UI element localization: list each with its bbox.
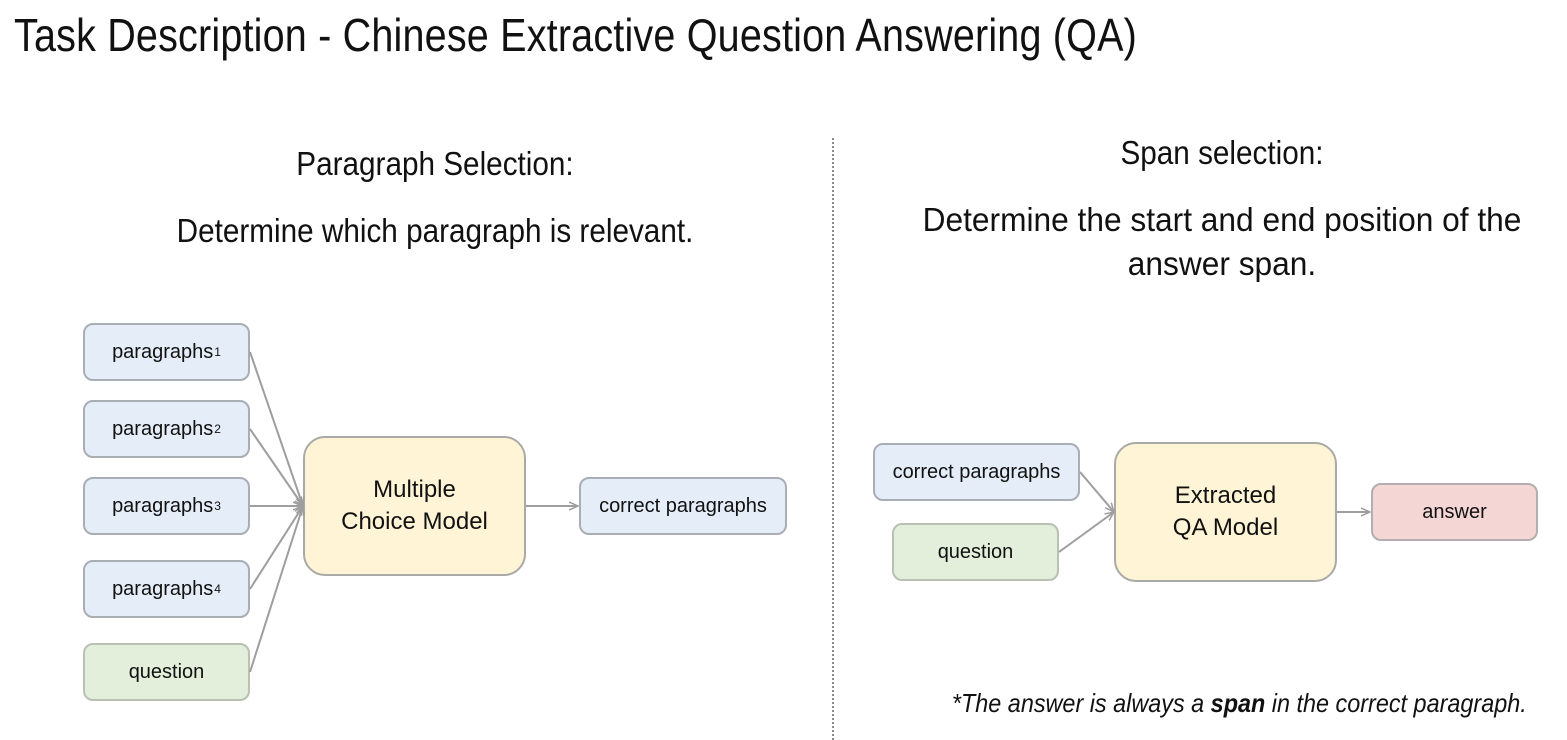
correct-paragraphs-output-box: correct paragraphs bbox=[579, 477, 787, 535]
paragraph-input-index: 3 bbox=[214, 499, 221, 513]
correct-paragraphs-output-label: correct paragraphs bbox=[599, 494, 767, 517]
paragraph-input-label: paragraphs bbox=[112, 417, 214, 440]
page-title: Task Description - Chinese Extractive Qu… bbox=[14, 9, 1138, 61]
arrow-question-to-model bbox=[249, 506, 303, 673]
arrow-paragraph-1-to-model bbox=[249, 351, 303, 506]
extracted-qa-model-box: Extracted QA Model bbox=[1114, 442, 1337, 582]
paragraph-input-label: paragraphs bbox=[112, 340, 214, 363]
span-selection-heading: Span selection: bbox=[1120, 134, 1324, 171]
paragraph-selection-heading: Paragraph Selection: bbox=[296, 145, 574, 182]
question-input-label: question bbox=[128, 660, 205, 683]
answer-output-box: answer bbox=[1371, 483, 1538, 541]
footnote-text-end: in the correct paragraph. bbox=[1265, 688, 1527, 718]
multiple-choice-model-box: Multiple Choice Model bbox=[303, 436, 526, 576]
footnote-text-start: *The answer is always a bbox=[952, 688, 1211, 718]
paragraph-selection-description: Determine which paragraph is relevant. bbox=[176, 212, 694, 249]
arrow-paragraph-2-to-model bbox=[249, 428, 303, 506]
extracted-qa-model-label: Extracted QA Model bbox=[1172, 482, 1279, 541]
span-selection-description: Determine the start and end position of … bbox=[922, 201, 1522, 282]
question-input-box: question bbox=[83, 643, 250, 701]
arrow-question-to-qa-model bbox=[1058, 512, 1114, 553]
paragraph-input-label: paragraphs bbox=[112, 577, 214, 600]
paragraph-input-index: 1 bbox=[214, 345, 221, 359]
question-input-box: question bbox=[892, 523, 1059, 581]
correct-paragraphs-input-label: correct paragraphs bbox=[892, 460, 1061, 483]
answer-output-label: answer bbox=[1422, 500, 1487, 523]
paragraph-input-index: 4 bbox=[214, 582, 221, 596]
paragraph-input-label: paragraphs bbox=[112, 494, 214, 517]
arrow-correct-paragraphs-to-qa-model bbox=[1079, 471, 1114, 512]
section-divider bbox=[832, 138, 834, 740]
footnote: *The answer is always a span in the corr… bbox=[952, 688, 1527, 719]
paragraph-input-index: 2 bbox=[214, 422, 221, 436]
correct-paragraphs-input-box: correct paragraphs bbox=[873, 443, 1080, 501]
footnote-emphasis: span bbox=[1210, 688, 1266, 718]
multiple-choice-model-label: Multiple Choice Model bbox=[341, 476, 488, 535]
arrow-paragraph-4-to-model bbox=[249, 506, 303, 590]
question-input-label: question bbox=[937, 540, 1014, 563]
